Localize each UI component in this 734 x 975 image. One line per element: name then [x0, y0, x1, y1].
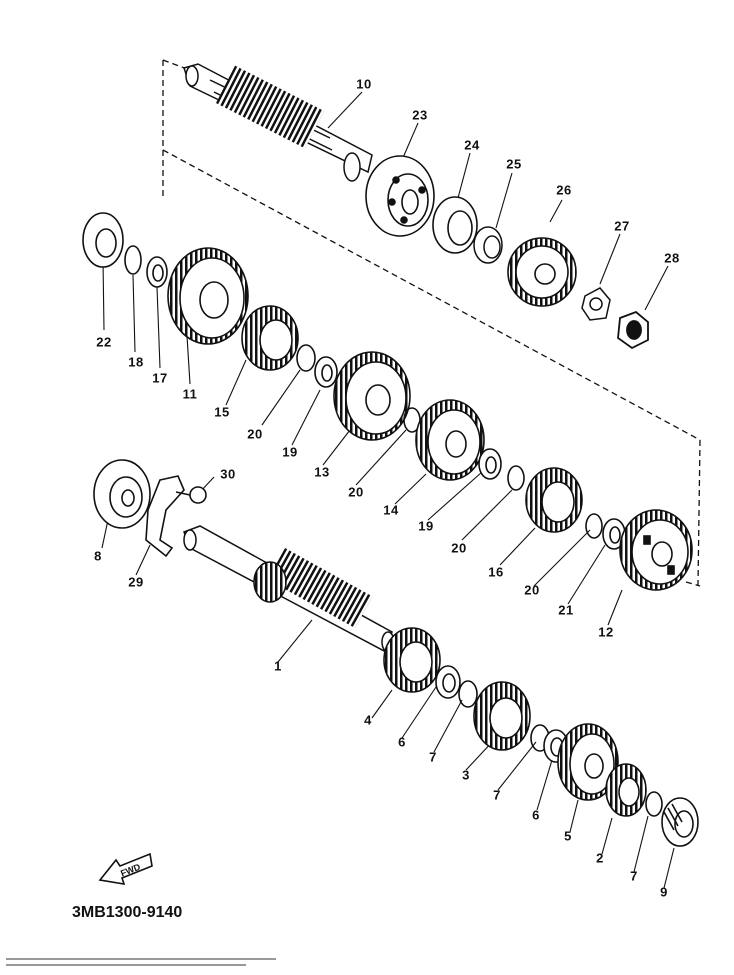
callout-20c: 20: [451, 540, 467, 556]
callout-3: 3: [462, 767, 470, 783]
callout-1: 1: [274, 658, 282, 674]
callout-20b: 20: [348, 484, 364, 500]
callout-22: 22: [96, 334, 112, 350]
callout-20d: 20: [524, 582, 540, 598]
nut-28: [617, 310, 649, 350]
gear-15: [241, 305, 299, 371]
callout-14: 14: [383, 502, 399, 518]
gear-12: [619, 509, 693, 591]
washer-6-upper: [435, 665, 461, 699]
gear-5: [557, 723, 619, 801]
leader-lines: [101, 91, 675, 889]
bearing-22: [82, 212, 124, 268]
callout-8: 8: [94, 548, 102, 564]
bearing-23: [365, 155, 435, 237]
callout-28: 28: [664, 250, 680, 266]
callout-4: 4: [364, 712, 372, 728]
gear-11: [167, 247, 249, 345]
screw-30: [175, 486, 207, 504]
circlip-18: [124, 245, 142, 275]
main-axle-1: [183, 525, 395, 654]
circlip-20-upper: [296, 344, 316, 372]
needle-bearing-9: [661, 797, 699, 847]
washer-19-lower: [478, 448, 502, 480]
gear-2: [605, 763, 647, 817]
callout-6a: 6: [398, 734, 406, 750]
sprocket-26: [507, 237, 577, 307]
callout-26: 26: [556, 182, 572, 198]
callout-12: 12: [598, 624, 614, 640]
washer-17: [146, 256, 168, 288]
callout-30: 30: [220, 466, 236, 482]
callout-9: 9: [660, 884, 668, 900]
gear-3: [473, 681, 531, 751]
callout-21: 21: [558, 602, 574, 618]
callout-10: 10: [356, 76, 372, 92]
callout-20a: 20: [247, 426, 263, 442]
lock-washer-27: [581, 287, 611, 321]
gear-16: [525, 467, 583, 533]
fwd-label: FWD: [119, 861, 142, 878]
circlip-7-upper: [458, 680, 478, 708]
seal-24: [432, 196, 478, 254]
fwd-arrow-icon: FWD: [98, 852, 153, 886]
callout-27: 27: [614, 218, 630, 234]
callout-7b: 7: [493, 787, 501, 803]
assembly-frame: [162, 59, 701, 587]
circlip-20-right: [507, 465, 525, 491]
callout-2: 2: [596, 850, 604, 866]
bearing-plate-29: [145, 475, 185, 558]
callout-17: 17: [152, 370, 168, 386]
document-code: 3MB1300-9140: [72, 904, 183, 921]
callout-15: 15: [214, 404, 230, 420]
callout-5: 5: [564, 828, 572, 844]
gear-4: [383, 627, 441, 693]
callout-13: 13: [314, 464, 330, 480]
washer-19-upper: [314, 356, 338, 388]
gear-14: [415, 399, 485, 481]
drive-axle-10: [183, 63, 373, 182]
scan-noise: [6, 958, 276, 966]
callout-19b: 19: [418, 518, 434, 534]
callout-16: 16: [488, 564, 504, 580]
circlip-20-far: [585, 513, 603, 539]
gear-13: [333, 351, 411, 441]
callout-29: 29: [128, 574, 144, 590]
bearing-8: [93, 459, 151, 529]
callout-6b: 6: [532, 807, 540, 823]
callout-24: 24: [464, 137, 480, 153]
callout-7a: 7: [429, 749, 437, 765]
callout-7c: 7: [630, 868, 638, 884]
callout-23: 23: [412, 107, 428, 123]
callout-19a: 19: [282, 444, 298, 460]
circlip-7-lower: [645, 791, 663, 817]
callout-11: 11: [182, 386, 198, 402]
callout-25: 25: [506, 156, 522, 172]
collar-25: [473, 226, 503, 264]
callout-18: 18: [128, 354, 144, 370]
